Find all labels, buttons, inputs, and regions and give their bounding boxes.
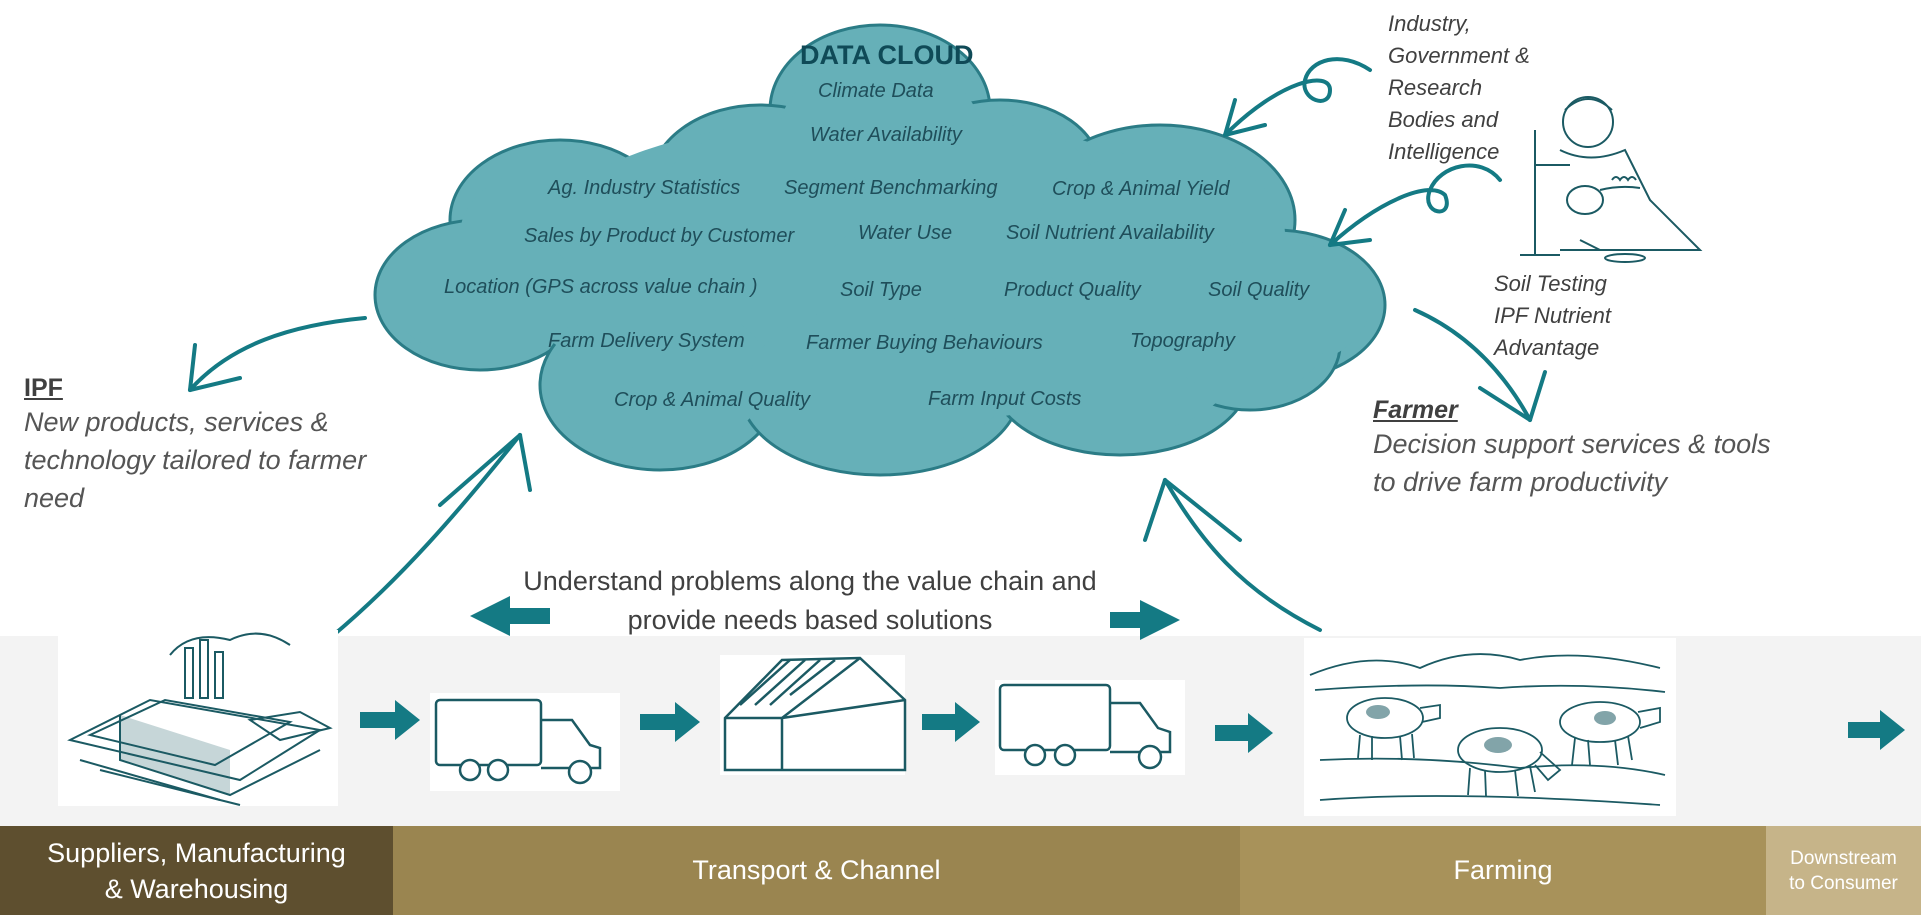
factory-illustration — [58, 630, 338, 806]
soil-testing-label: Soil Testing IPF Nutrient Advantage — [1494, 268, 1611, 364]
band-transport-label: Transport & Channel — [692, 855, 941, 885]
ipf-description-line: New products, services & — [24, 407, 329, 437]
data-cloud-title: DATA CLOUD — [800, 40, 974, 70]
industry-sources-line: Research — [1388, 75, 1483, 100]
bidirectional-arrows — [470, 596, 1180, 640]
cloud-item-farm-input-costs: Farm Input Costs — [928, 388, 1082, 410]
industry-sources-label: Industry, Government & Research Bodies a… — [1388, 8, 1588, 168]
band-downstream-consumer: Downstream to Consumer — [1766, 826, 1921, 915]
band-farming-label: Farming — [1453, 855, 1553, 885]
cloud-item-ag-industry-statistics: Ag. Industry Statistics — [548, 177, 741, 199]
band-suppliers-line: Suppliers, Manufacturing — [47, 837, 346, 868]
cloud-item-topography: Topography — [1130, 330, 1235, 352]
cows-pasture-illustration — [1304, 638, 1676, 816]
band-downstream-line: to Consumer — [1789, 872, 1898, 894]
cloud-item-soil-nutrient-availability: Soil Nutrient Availability — [1006, 222, 1214, 244]
farmer-description-line: Decision support services & tools — [1373, 429, 1771, 459]
scientist-illustration — [1520, 96, 1703, 263]
cloud-item-location-gps: Location (GPS across value chain ) — [444, 276, 758, 298]
cloud-item-product-quality: Product Quality — [1004, 279, 1141, 301]
industry-sources-line: Intelligence — [1388, 139, 1500, 164]
farmer-description-line: to drive farm productivity — [1373, 467, 1668, 497]
understand-problems-text: Understand problems along the value chai… — [480, 562, 1140, 640]
industry-sources-line: Industry, — [1388, 11, 1471, 36]
cloud-item-farmer-buying-behaviours: Farmer Buying Behaviours — [806, 332, 1043, 354]
cloud-item-crop-animal-yield: Crop & Animal Yield — [1052, 178, 1230, 200]
industry-sources-line: Government & — [1388, 43, 1530, 68]
truck-illustration-1 — [430, 693, 620, 791]
band-suppliers-manufacturing: Suppliers, Manufacturing & Warehousing — [0, 826, 393, 915]
barn-illustration — [720, 655, 907, 775]
cloud-item-farm-delivery-system: Farm Delivery System — [548, 330, 745, 352]
cloud-item-segment-benchmarking: Segment Benchmarking — [784, 177, 998, 199]
farmer-description: Decision support services & tools to dri… — [1373, 425, 1893, 501]
farmer-block: Farmer Decision support services & tools… — [1373, 396, 1893, 501]
soil-testing-line: Soil Testing — [1494, 271, 1607, 296]
cloud-item-sales-by-product: Sales by Product by Customer — [524, 225, 795, 247]
cloud-item-crop-animal-quality: Crop & Animal Quality — [614, 389, 810, 411]
ipf-description-line: need — [24, 483, 85, 513]
farmer-title: Farmer — [1373, 396, 1458, 424]
industry-sources-line: Bodies and — [1388, 107, 1499, 132]
band-transport-channel: Transport & Channel — [393, 826, 1240, 915]
cloud-item-soil-quality: Soil Quality — [1208, 279, 1310, 301]
understand-line: Understand problems along the value chai… — [523, 566, 1097, 596]
ipf-title: IPF — [24, 374, 63, 402]
band-suppliers-line: & Warehousing — [104, 873, 289, 904]
understand-line: provide needs based solutions — [627, 605, 993, 635]
cloud-item-soil-type: Soil Type — [840, 279, 922, 301]
swoosh-arrows — [188, 57, 1547, 640]
ipf-block: IPF New products, services & technology … — [24, 374, 444, 517]
soil-testing-line: IPF Nutrient — [1494, 303, 1611, 328]
truck-illustration-2 — [995, 680, 1185, 775]
band-farming: Farming — [1240, 826, 1766, 915]
band-downstream-line: Downstream — [1790, 847, 1897, 869]
soil-testing-line: Advantage — [1494, 335, 1600, 360]
cloud-item-water-availability: Water Availability — [810, 124, 962, 146]
flow-arrows — [360, 700, 1905, 753]
ipf-description: New products, services & technology tail… — [24, 403, 444, 517]
cloud-item-climate-data: Climate Data — [818, 80, 934, 102]
ipf-description-line: technology tailored to farmer — [24, 445, 367, 475]
cloud-item-water-use: Water Use — [858, 222, 953, 244]
